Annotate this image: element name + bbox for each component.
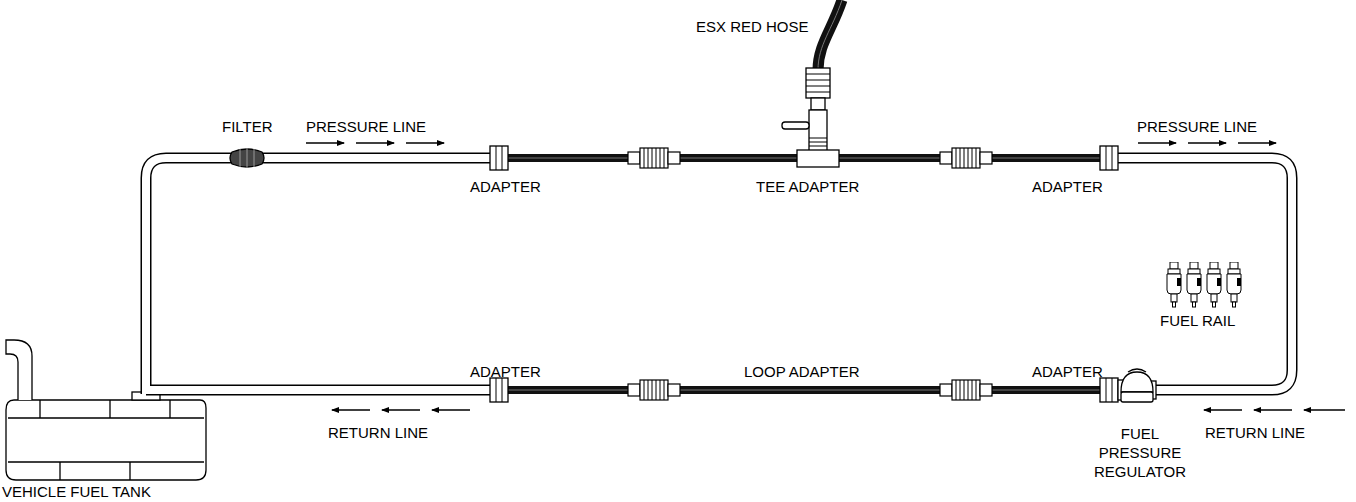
part-label: FILTER xyxy=(222,118,273,135)
flow-arrow xyxy=(306,143,1345,410)
coupler xyxy=(940,380,992,400)
part-label: PRESSURE LINE xyxy=(1137,118,1257,135)
quick-coupler xyxy=(628,148,992,400)
part-label: ADAPTER xyxy=(470,178,541,195)
part-label: RETURN LINE xyxy=(328,424,428,441)
coupler xyxy=(628,380,680,400)
part-label: ADAPTER xyxy=(1032,363,1103,380)
hex-adapter xyxy=(1100,146,1118,170)
fuel-tank xyxy=(6,340,206,480)
part-label: PRESSURE LINE xyxy=(306,118,426,135)
fuel-filter xyxy=(230,148,264,168)
pressure-regulator xyxy=(1118,369,1156,402)
hex-adapter xyxy=(1100,378,1118,402)
fuel-injector xyxy=(1167,262,1241,307)
coupler xyxy=(940,148,992,168)
part-label: ESX RED HOSE xyxy=(696,18,809,35)
part-label: ADAPTER xyxy=(470,363,541,380)
part-label: TEE ADAPTER xyxy=(756,178,859,195)
part-label: LOOP ADAPTER xyxy=(744,363,860,380)
fuel-tube xyxy=(146,158,1292,394)
hex-adapter xyxy=(490,146,508,170)
coupler xyxy=(628,148,680,168)
part-label: FUEL RAIL xyxy=(1160,312,1235,329)
part-label: VEHICLE FUEL TANK xyxy=(2,483,151,500)
part-label: RETURN LINE xyxy=(1205,424,1305,441)
adapter-fitting xyxy=(490,146,1118,402)
hex-adapter xyxy=(490,378,508,402)
part-label: FUEL PRESSURE REGULATOR xyxy=(1086,424,1194,481)
test-hose xyxy=(506,158,1102,390)
part-label: ADAPTER xyxy=(1032,178,1103,195)
